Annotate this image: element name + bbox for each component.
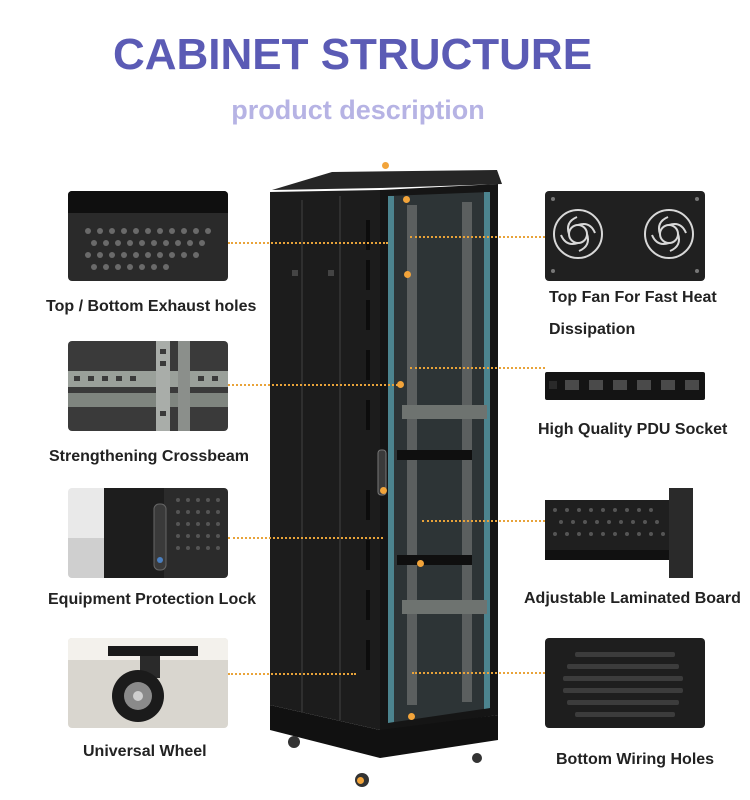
exhaust-leader-line	[228, 242, 388, 244]
board-label: Adjustable Laminated Board	[524, 590, 741, 607]
pdu-leader-line	[410, 367, 545, 369]
fan-image	[545, 191, 705, 281]
crossbeam-marker-dot	[397, 381, 404, 388]
wiring-marker-dot	[408, 713, 415, 720]
exhaust-holes-label: Top / Bottom Exhaust holes	[46, 298, 257, 315]
fan-marker-dot	[403, 196, 410, 203]
board-image	[545, 488, 705, 578]
wheel-label: Universal Wheel	[83, 743, 207, 760]
page-title: CABINET STRUCTURE	[112, 30, 593, 79]
board-leader-line	[422, 520, 545, 522]
fan-label: Top Fan For Fast Heat Dissipation	[549, 289, 717, 338]
lock-leader-line	[228, 537, 383, 539]
exhaust-marker-dot	[382, 162, 389, 169]
crossbeam-image	[68, 341, 228, 431]
pdu-marker-dot	[404, 271, 411, 278]
lock-label: Equipment Protection Lock	[48, 591, 257, 608]
pdu-image	[545, 372, 705, 400]
pdu-label: High Quality PDU Socket	[538, 421, 728, 438]
board-marker-dot	[417, 560, 424, 567]
crossbeam-leader-line	[228, 384, 398, 386]
wiring-image	[545, 638, 705, 728]
server-cabinet-image	[262, 160, 512, 795]
fan-leader-line	[410, 236, 545, 238]
exhaust-holes-image	[68, 191, 228, 281]
crossbeam-label: Strengthening Crossbeam	[49, 448, 250, 465]
page-subtitle: product description	[231, 95, 485, 125]
wheel-leader-line	[228, 673, 356, 675]
lock-marker-dot	[380, 487, 387, 494]
lock-image	[68, 488, 228, 578]
wiring-leader-line	[412, 672, 545, 674]
wiring-label: Bottom Wiring Holes	[556, 751, 715, 768]
wheel-marker-dot	[357, 777, 364, 784]
wheel-image	[68, 638, 228, 728]
